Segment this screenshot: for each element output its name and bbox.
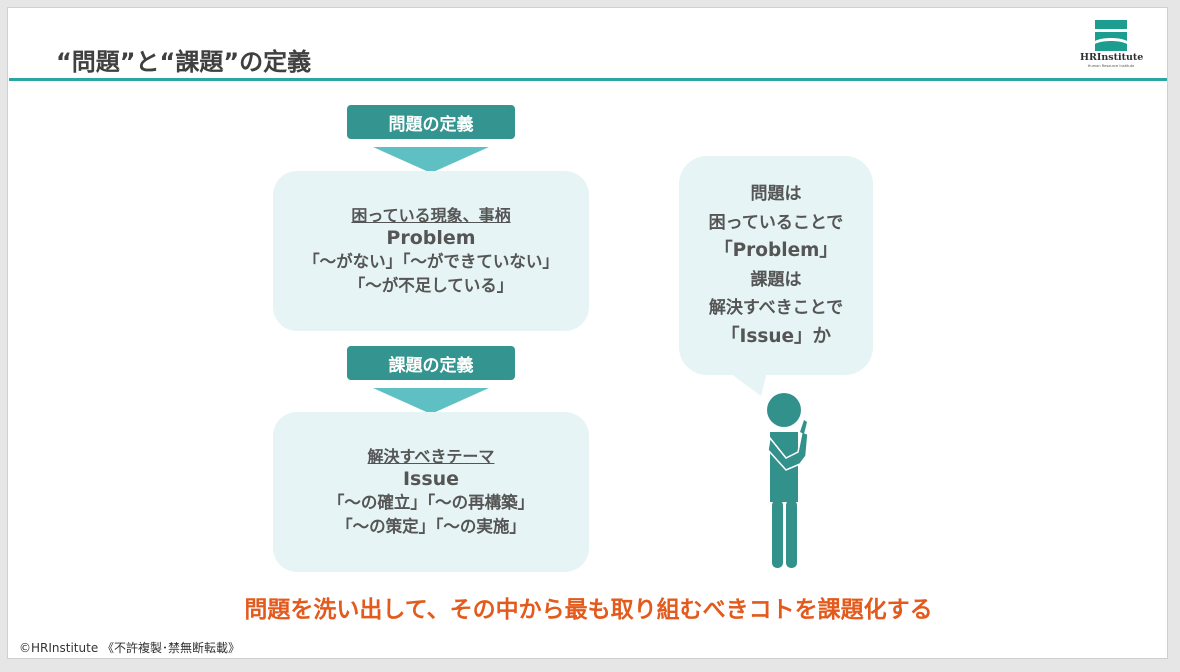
thinking-person-icon (767, 393, 809, 568)
issue-heading: 解決すべきテーマ (367, 447, 495, 466)
problem-example-line: 「～がない」「～ができていない」 (303, 252, 559, 271)
issue-english: Issue (402, 468, 460, 490)
logo-subtitle: Human Resource Institute (1087, 64, 1135, 68)
page-title: “問題”と“課題”の定義 (56, 48, 312, 76)
arrow-down-icon (373, 147, 489, 173)
speech-bubble-tail (723, 368, 768, 396)
arrow-down-icon (373, 388, 489, 414)
bubble-line: 困っていることで (708, 212, 844, 233)
slide: “問題”と“課題”の定義 HRInstitute Human Resource … (7, 7, 1168, 659)
problem-heading: 困っている現象、事柄 (351, 206, 511, 225)
logo-text: HRInstitute (1080, 52, 1144, 63)
speech-bubble: 問題は 困っていることで 「Problem」 課題は 解決すべきことで 「Iss… (679, 156, 873, 375)
issue-example-line: 「～の確立」「～の再構築」 (327, 493, 535, 512)
copyright-notice: ©HRInstitute 《不許複製･禁無断転載》 (19, 641, 241, 655)
problem-example-line: 「～が不足している」 (348, 276, 514, 295)
issue-card: 解決すべきテーマ Issue 「～の確立」「～の再構築」 「～の策定」「～の実施… (273, 412, 589, 572)
bubble-line: 問題は (750, 184, 802, 204)
problem-english: Problem (386, 227, 476, 249)
hri-logo-icon (1095, 20, 1127, 51)
title-divider (9, 78, 1167, 81)
bubble-line: 解決すべきことで (708, 298, 844, 318)
problem-card: 困っている現象、事柄 Problem 「～がない」「～ができていない」 「～が不… (273, 171, 589, 331)
conclusion-text: 問題を洗い出して、その中から最も取り組むべきコトを課題化する (244, 597, 933, 623)
bubble-line: 「Issue」か (720, 325, 832, 347)
issue-example-line: 「～の策定」「～の実施」 (336, 517, 526, 536)
problem-definition-label: 問題の定義 (347, 105, 515, 139)
bubble-line: 課題は (750, 269, 802, 290)
issue-definition-label: 課題の定義 (347, 346, 515, 380)
bubble-line: 「Problem」 (714, 240, 838, 261)
company-logo: HRInstitute Human Resource Institute (1080, 20, 1144, 70)
